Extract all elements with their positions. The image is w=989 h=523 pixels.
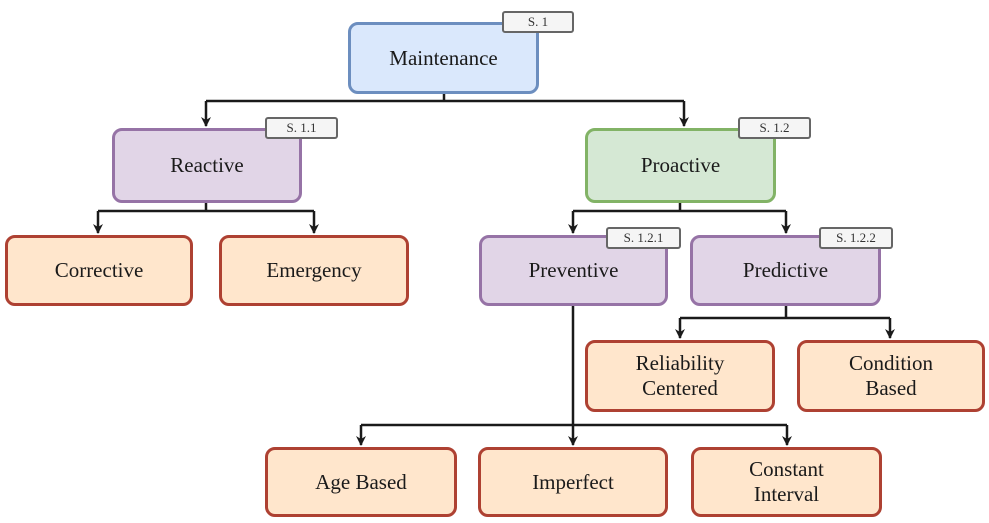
node-proactive: Proactive bbox=[585, 128, 776, 203]
connector-reactive bbox=[98, 202, 314, 213]
node-imperfect: Imperfect bbox=[478, 447, 668, 517]
connector-proactive bbox=[573, 202, 786, 213]
node-age-based: Age Based bbox=[265, 447, 457, 517]
node-constant-interval: Constant Interval bbox=[691, 447, 882, 517]
tag-predictive: S. 1.2.2 bbox=[819, 227, 893, 249]
tag-reactive: S. 1.1 bbox=[265, 117, 338, 139]
tag-preventive: S. 1.2.1 bbox=[606, 227, 681, 249]
tag-maintenance: S. 1 bbox=[502, 11, 574, 33]
tag-proactive: S. 1.2 bbox=[738, 117, 811, 139]
node-condition-based: Condition Based bbox=[797, 340, 985, 412]
connector-maintenance bbox=[206, 93, 684, 103]
connector-predictive bbox=[680, 306, 890, 320]
node-emergency: Emergency bbox=[219, 235, 409, 306]
node-corrective: Corrective bbox=[5, 235, 193, 306]
node-maintenance: Maintenance bbox=[348, 22, 539, 94]
node-reactive: Reactive bbox=[112, 128, 302, 203]
node-reliability-centered: Reliability Centered bbox=[585, 340, 775, 412]
